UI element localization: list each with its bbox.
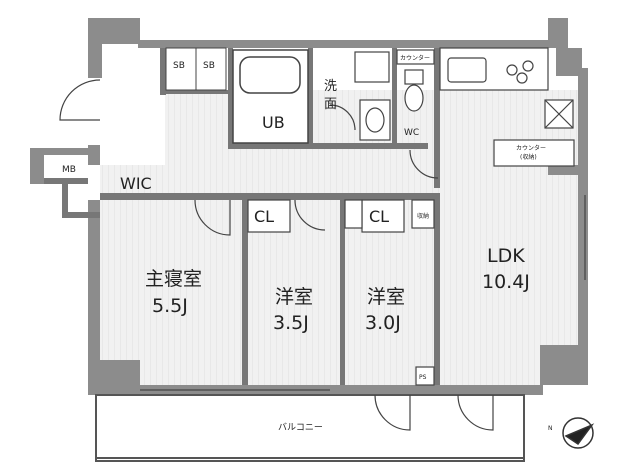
- floor-main-bedroom: [100, 200, 242, 385]
- floor-areas: [100, 90, 578, 385]
- label-counter-wc: カウンター: [400, 54, 430, 62]
- label-counter-kitchen-2: (収納): [520, 153, 537, 161]
- room-ldk-size: 10.4J: [482, 271, 530, 293]
- labels: SB SB UB 洗 面 カウンター WC カウンター (収納) WIC MB …: [62, 54, 553, 433]
- kitchen-fixtures: [439, 47, 575, 167]
- room-western-2-name: 洋室: [367, 286, 405, 308]
- label-washroom-2: 面: [324, 97, 337, 112]
- label-sb-1: SB: [173, 61, 185, 71]
- washroom-fixtures: [354, 51, 391, 141]
- label-wc: WC: [404, 128, 419, 138]
- label-north: N: [548, 425, 553, 432]
- label-washroom-1: 洗: [324, 79, 337, 94]
- interior-walls: [44, 48, 440, 385]
- label-cl-2: CL: [369, 207, 389, 226]
- north-compass-icon: [562, 417, 595, 449]
- floor-ldk: [440, 90, 578, 385]
- label-ub: UB: [262, 113, 285, 132]
- label-cl-1: CL: [254, 207, 274, 226]
- label-sb-2: SB: [203, 61, 215, 71]
- label-mb: MB: [62, 165, 76, 175]
- room-western-1-name: 洋室: [275, 286, 313, 308]
- wc-fixtures: [396, 49, 435, 112]
- label-balcony: バルコニー: [278, 422, 323, 433]
- closets: [247, 199, 435, 386]
- room-main-bedroom-size: 5.5J: [152, 295, 188, 317]
- doors: [59, 79, 494, 431]
- label-wic: WIC: [120, 174, 152, 193]
- unit-bath: [232, 49, 309, 144]
- balcony: [95, 394, 525, 462]
- label-storage: 収納: [417, 212, 429, 220]
- room-western-1-size: 3.5J: [273, 312, 309, 334]
- label-counter-kitchen-1: カウンター: [516, 144, 546, 152]
- shoe-boxes: [165, 47, 227, 91]
- label-ps: PS: [419, 374, 427, 381]
- room-western-2-size: 3.0J: [365, 312, 401, 334]
- room-ldk-name: LDK: [487, 245, 525, 267]
- room-main-bedroom-name: 主寝室: [145, 268, 202, 290]
- windows: [140, 195, 586, 391]
